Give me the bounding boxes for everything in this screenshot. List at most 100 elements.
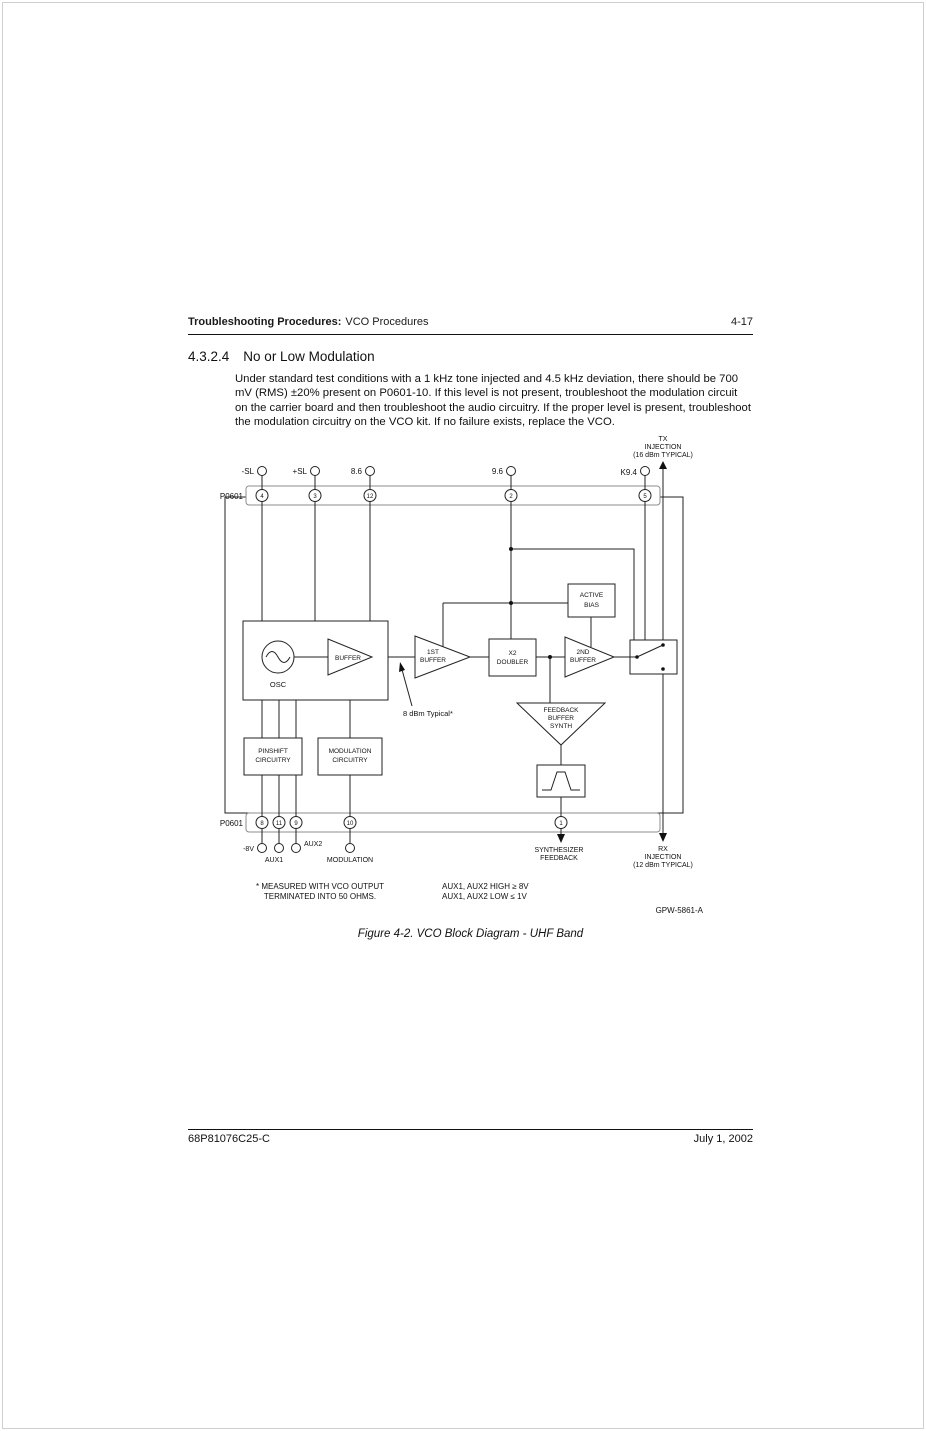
bandpass-filter-icon — [542, 771, 580, 791]
connector-bottom-label: P0601 — [220, 819, 244, 828]
drawing-number: GPW-5861-A — [656, 906, 704, 915]
top-terminals: -SL +SL 8.6 9.6 K9.4 — [242, 466, 650, 477]
header-title: Troubleshooting Procedures:VCO Procedure… — [188, 316, 429, 328]
osc-buffer-block: OSC BUFFER — [242, 620, 389, 701]
switch-pole-dot — [635, 655, 639, 659]
second-buffer-symbol — [564, 636, 616, 678]
label-aux2: AUX2 — [304, 841, 322, 848]
pinshift-label-2: CIRCUITRY — [255, 757, 291, 764]
first-buffer-label-2: BUFFER — [420, 657, 446, 664]
note-aux-low: AUX1, AUX2 LOW ≤ 1V — [442, 892, 528, 901]
bottom-terminals: -8V AUX1 AUX2 MODULATION — [243, 841, 373, 864]
rx-line-1: RX — [658, 846, 668, 853]
note-aux-high: AUX1, AUX2 HIGH ≥ 8V — [442, 882, 529, 891]
rx-line-3: (12 dBm TYPICAL) — [633, 862, 693, 869]
active-bias-block: ACTIVE BIAS — [567, 583, 616, 618]
connector-top-pin-4: 4 — [260, 494, 264, 500]
label-sl-neg: -SL — [242, 467, 255, 476]
connector-top-pin-3: 3 — [313, 494, 317, 500]
terminal-aux2 — [291, 843, 301, 853]
terminal-modulation — [345, 843, 355, 853]
vco-block-diagram: OSC BUFFER 1ST BUFFER X2 DOUBLER 2ND BUF… — [220, 436, 704, 915]
page-number: 4-17 — [730, 316, 753, 328]
figure-notes: * MEASURED WITH VCO OUTPUT TERMINATED IN… — [256, 882, 704, 915]
label-9v6: 9.6 — [492, 467, 504, 476]
synth-feedback-line-2: FEEDBACK — [540, 855, 578, 862]
first-buffer-label-1: 1ST — [427, 649, 439, 656]
feedback-buffer-block: FEEDBACK BUFFER SYNTH — [515, 702, 607, 746]
second-buffer-label-1: 2ND — [576, 649, 589, 656]
tx-line-1: TX — [659, 436, 668, 443]
second-buffer-block: 2ND BUFFER — [564, 636, 616, 678]
filter-outline — [536, 764, 586, 798]
label-sl-pos: +SL — [293, 467, 308, 476]
active-bias-label-2: BIAS — [584, 602, 599, 609]
osc-label: OSC — [270, 680, 287, 689]
level-pointer-arrow-icon — [399, 662, 405, 672]
pinshift-block: PINSHIFT CIRCUITRY — [243, 737, 303, 776]
label-8v6: 8.6 — [351, 467, 363, 476]
footer-date: July 1, 2002 — [693, 1133, 753, 1145]
connector-top-pin-2: 2 — [509, 494, 513, 500]
header-rule — [188, 334, 753, 335]
terminal-aux1 — [274, 843, 284, 853]
first-buffer-symbol — [414, 635, 472, 679]
terminal-9v6 — [506, 466, 516, 476]
connector-bottom-pin-1: 1 — [559, 821, 563, 827]
tx-arrow-icon — [659, 461, 667, 469]
connector-bottom-pin-8: 8 — [260, 821, 264, 827]
terminal-k94 — [640, 466, 650, 476]
sine-wave-icon — [265, 651, 291, 663]
junction-dots — [509, 547, 552, 659]
label-neg8v: -8V — [243, 846, 254, 853]
modulation-block: MODULATION CIRCUITRY — [317, 737, 383, 776]
connector-bottom-pins: 8 11 9 10 1 — [255, 816, 568, 829]
feedback-buffer-label-2: BUFFER — [548, 715, 574, 722]
modulation-outline — [317, 737, 383, 776]
body-paragraph: Under standard test conditions with a 1 … — [235, 373, 751, 429]
note-measured-1: * MEASURED WITH VCO OUTPUT — [256, 882, 384, 891]
connector-strip-bottom — [245, 812, 661, 833]
terminal-sl-neg — [257, 466, 267, 476]
figure-caption: Figure 4-2. VCO Block Diagram - UHF Band — [357, 928, 584, 940]
connector-strip-top — [245, 485, 661, 506]
tx-rx-switch-block — [629, 639, 678, 675]
doubler-outline — [488, 638, 537, 677]
footer-doc-number: 68P81076C25-C — [188, 1133, 270, 1145]
page-header: Troubleshooting Procedures:VCO Procedure… — [188, 316, 753, 328]
connector-bottom-pin-9: 9 — [294, 821, 298, 827]
terminal-neg8v — [257, 843, 267, 853]
switch-tx-dot — [661, 643, 665, 647]
first-buffer-block: 1ST BUFFER — [414, 635, 472, 679]
feedback-buffer-label-1: FEEDBACK — [543, 707, 579, 714]
switch-rx-dot — [661, 667, 665, 671]
level-annotation: 8 dBm Typical* — [403, 709, 453, 718]
header-title-rest: VCO Procedures — [345, 316, 429, 328]
label-aux1: AUX1 — [265, 857, 283, 864]
feedback-buffer-label-3: SYNTH — [550, 723, 572, 730]
doubler-label-2: DOUBLER — [497, 659, 529, 666]
doubler-block: X2 DOUBLER — [488, 638, 537, 677]
buffer-amp-symbol — [327, 638, 374, 676]
rx-arrow-icon — [659, 833, 667, 842]
footer-rule — [188, 1129, 753, 1130]
pinshift-outline — [243, 737, 303, 776]
terminal-sl-pos — [310, 466, 320, 476]
connector-bottom-pin-10: 10 — [347, 821, 354, 827]
page-footer: 68P81076C25-C July 1, 2002 — [188, 1133, 753, 1145]
connector-top-pin-5: 5 — [643, 494, 647, 500]
label-modulation: MODULATION — [327, 857, 373, 864]
section-heading: 4.3.2.4 No or Low Modulation — [188, 349, 375, 364]
terminal-8v6 — [365, 466, 375, 476]
tx-injection-label: TX INJECTION (16 dBm TYPICAL) — [633, 436, 693, 459]
modulation-label-2: CIRCUITRY — [332, 757, 368, 764]
synth-feedback-label: SYNTHESIZER FEEDBACK — [534, 847, 583, 862]
synth-feedback-line-1: SYNTHESIZER — [534, 847, 583, 854]
synth-feedback-arrow-icon — [557, 834, 565, 843]
doubler-label-1: X2 — [509, 650, 517, 657]
tx-line-2: INJECTION — [645, 444, 682, 451]
active-bias-label-1: ACTIVE — [580, 592, 604, 599]
note-measured-2: TERMINATED INTO 50 OHMS. — [264, 892, 376, 901]
label-k94: K9.4 — [621, 468, 638, 477]
